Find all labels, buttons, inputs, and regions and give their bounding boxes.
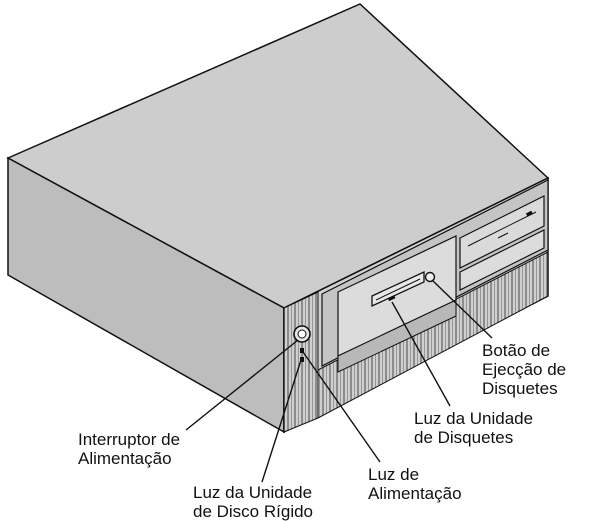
- leader-diskette-light: [391, 301, 451, 407]
- power-light: [300, 348, 304, 353]
- blank-bay: [459, 229, 545, 291]
- hdd-light: [300, 357, 304, 362]
- label-diskette-light: Luz da Unidade de Disquetes: [414, 409, 534, 447]
- eject-button[interactable]: [424, 271, 436, 283]
- leader-hdd-light: [261, 359, 302, 483]
- leader-eject: [431, 279, 493, 339]
- label-power-switch: Interruptor de Alimentação: [78, 430, 181, 468]
- leader-power-switch: [185, 339, 299, 431]
- label-power-light: Luz de Alimentação: [368, 465, 462, 503]
- leader-power-light: [302, 351, 381, 463]
- label-eject-button: Botão de Ejecção de Disquetes: [482, 341, 567, 398]
- diskette-light: [387, 295, 396, 302]
- front-lower-ribs: [317, 251, 549, 419]
- label-hdd-light: Luz da Unidade de Disco Rígido: [193, 483, 314, 521]
- cd-bay: [459, 195, 545, 269]
- bay-lower-edge: [337, 299, 457, 373]
